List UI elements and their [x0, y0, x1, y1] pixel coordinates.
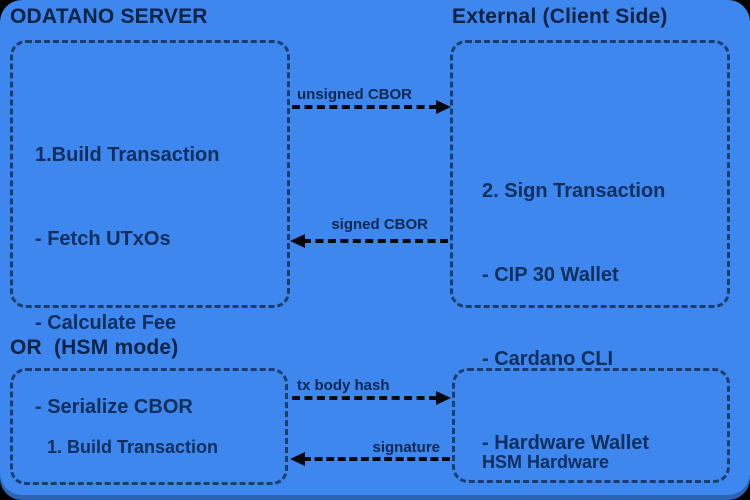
tx-body-hash-arrowhead-right-icon: [436, 391, 451, 405]
signed-cbor-label: signed CBOR: [331, 216, 428, 233]
server-step: - Serialize CBOR: [35, 396, 193, 418]
hsm-mode-box: 1. Build Transaction 2. Sign via PKCS#11…: [10, 368, 288, 485]
tx-body-hash-arrow-line: [292, 396, 437, 400]
hsm-hardware-line: HSM Hardware: [482, 452, 610, 472]
external-step: - CIP 30 Wallet: [482, 264, 619, 286]
external-box: 2. Sign Transaction - CIP 30 Wallet - Ca…: [450, 40, 730, 454]
external-title: External (Client Side): [452, 5, 668, 28]
signature-arrow-line: [303, 457, 450, 461]
hsm-mode-title: OR (HSM mode): [10, 336, 179, 359]
server-step: - Fetch UTxOs: [35, 228, 171, 250]
external-step: 2. Sign Transaction: [482, 180, 666, 202]
hsm-hardware-box: HSM Hardware - Ed25519 signing - Key nev…: [452, 368, 730, 483]
signed-cbor-arrow-line: [303, 239, 448, 243]
unsigned-cbor-label: unsigned CBOR: [297, 86, 412, 103]
server-step: - Calculate Fee: [35, 312, 177, 334]
server-step: 1.Build Transaction: [35, 144, 220, 166]
tx-body-hash-label: tx body hash: [297, 377, 390, 394]
signed-cbor-arrowhead-left-icon: [290, 234, 305, 248]
external-step: - Hardware Wallet: [482, 432, 650, 454]
external-step: - Cardano CLI: [482, 348, 614, 370]
hsm-mode-step: 1. Build Transaction: [47, 437, 219, 457]
signature-arrowhead-left-icon: [290, 452, 305, 466]
unsigned-cbor-arrow-line: [292, 105, 437, 109]
unsigned-cbor-arrowhead-right-icon: [436, 100, 451, 114]
server-title: ODATANO SERVER: [10, 5, 208, 28]
server-box: 1.Build Transaction - Fetch UTxOs - Calc…: [10, 40, 290, 418]
signature-label: signature: [372, 439, 440, 456]
